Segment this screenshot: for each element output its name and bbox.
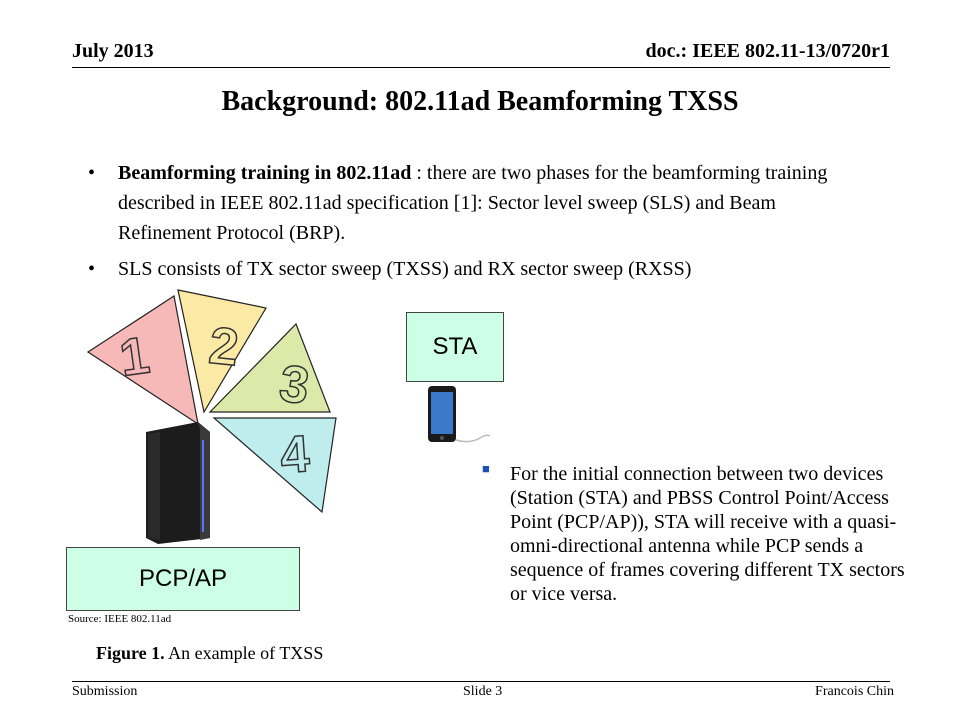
txss-sector-diagram: 1 2 3 4 [86, 289, 337, 544]
description-text: For the initial connection between two d… [510, 463, 905, 605]
router-icon [146, 422, 210, 544]
pcp-ap-box: PCP/AP [66, 547, 300, 611]
figure-caption-number: Figure 1. [96, 643, 165, 663]
slide-title: Background: 802.11ad Beamforming TXSS [221, 86, 739, 117]
sector-1: 1 [86, 295, 199, 426]
footer-slide-number: Slide 3 [463, 684, 503, 699]
sta-label: STA [432, 333, 478, 360]
sector-4: 4 [212, 417, 337, 514]
bullet-1-text: : there are two phases for the beamformi… [118, 162, 828, 244]
footer-divider [72, 681, 890, 682]
header-divider [72, 67, 890, 68]
bullet-2-text: SLS consists of TX sector sweep (TXSS) a… [118, 258, 692, 280]
square-bullet-icon: ■ [482, 461, 490, 476]
footer-author: Francois Chin [815, 684, 894, 699]
figure-caption-text: An example of TXSS [164, 643, 324, 663]
bullet-dot-icon: • [88, 162, 96, 184]
bullet-item-2: • SLS consists of TX sector sweep (TXSS)… [88, 254, 848, 284]
sta-box: STA [406, 312, 504, 382]
header-date: July 2013 [72, 40, 154, 62]
sector-2: 2 [177, 289, 267, 414]
sector-4-label: 4 [278, 425, 311, 485]
phone-icon [428, 386, 491, 443]
pcp-ap-label: PCP/AP [138, 565, 228, 592]
sector-3: 3 [208, 322, 331, 417]
bullet-item-1: • Beamforming training in 802.11ad : the… [88, 158, 848, 248]
bullet-dot-icon: • [88, 258, 96, 280]
header-doc-id: doc.: IEEE 802.11-13/0720r1 [645, 40, 890, 62]
figure-caption: Figure 1. An example of TXSS [96, 643, 323, 664]
figure-source: Source: IEEE 802.11ad [68, 613, 172, 625]
bullet-list: • Beamforming training in 802.11ad : the… [88, 158, 848, 290]
bullet-1-bold: Beamforming training in 802.11ad [118, 162, 412, 184]
footer-submission: Submission [72, 684, 138, 699]
sector-2-label: 2 [206, 317, 241, 378]
